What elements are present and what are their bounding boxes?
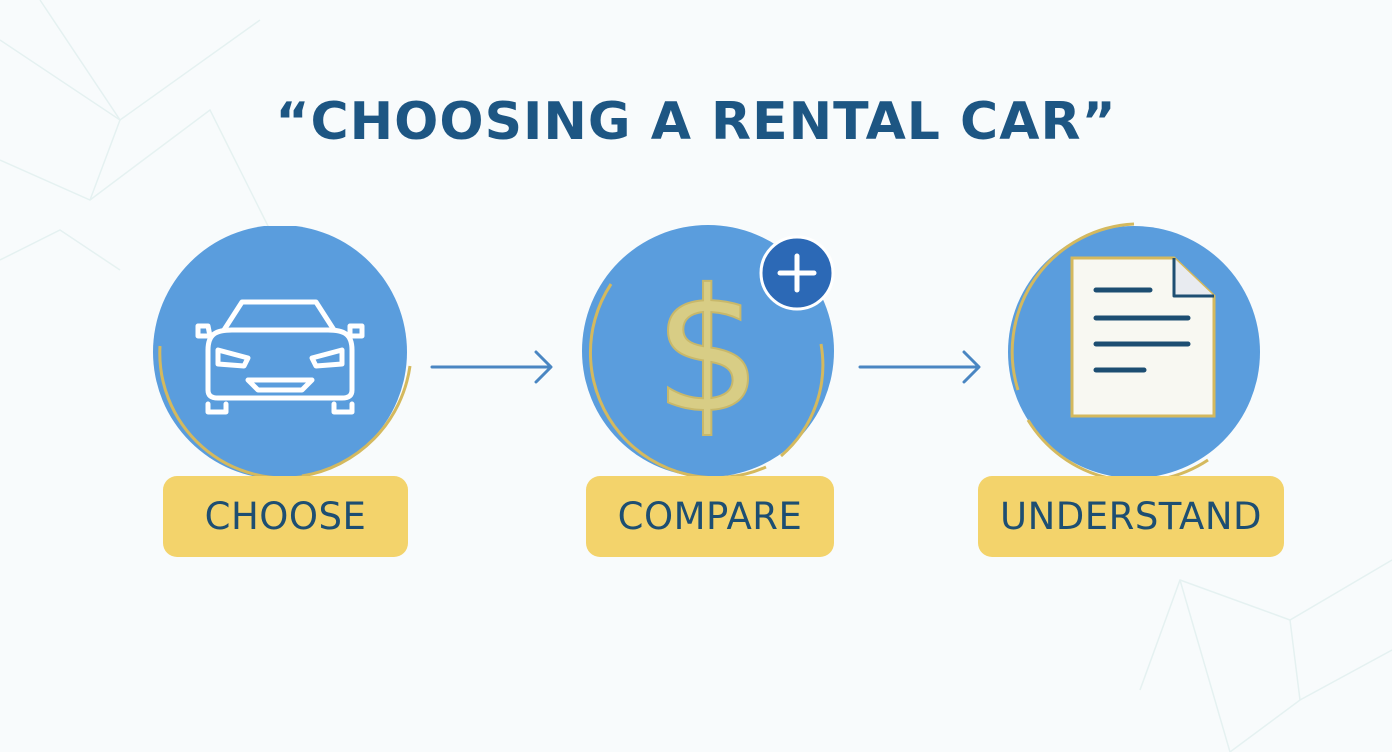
step-choose xyxy=(152,226,412,484)
page-title: “CHOOSING A RENTAL CAR” xyxy=(275,92,1117,152)
dollar-sign-icon: $ xyxy=(653,252,763,452)
step-label-choose: CHOOSE xyxy=(163,476,408,557)
choose-circle xyxy=(153,226,412,480)
step-label-compare: COMPARE xyxy=(586,476,834,557)
arrow-right-icon xyxy=(430,350,553,384)
step-label-understand: UNDERSTAND xyxy=(978,476,1284,557)
car-icon xyxy=(195,299,365,415)
understand-circle xyxy=(1008,222,1260,483)
arrow-right-icon xyxy=(858,350,981,384)
plus-badge xyxy=(758,234,836,312)
document-icon xyxy=(1070,256,1216,418)
plus-icon xyxy=(759,235,835,311)
step-understand xyxy=(998,220,1278,500)
svg-text:$: $ xyxy=(654,253,762,451)
